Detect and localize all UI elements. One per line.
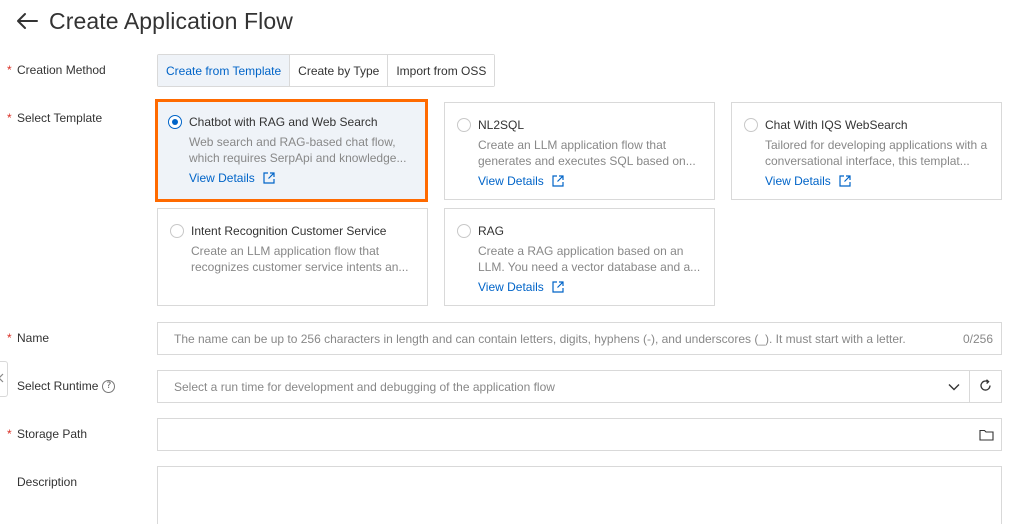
template-card-title: NL2SQL	[478, 118, 525, 132]
required-asterisk: *	[7, 427, 12, 441]
view-details-label: View Details	[478, 280, 544, 294]
chevron-down-icon[interactable]	[939, 371, 969, 402]
description-label-text: Description	[17, 475, 78, 489]
required-asterisk: *	[7, 111, 12, 125]
view-details-link[interactable]: View Details	[189, 170, 415, 186]
select-template-label-text: Select Template	[17, 111, 103, 125]
radio-unselected[interactable]	[170, 224, 184, 238]
template-card-title: Chatbot with RAG and Web Search	[189, 115, 378, 129]
radio-unselected[interactable]	[457, 224, 471, 238]
storage-path-label: * Storage Path	[7, 427, 87, 441]
template-card-title: Intent Recognition Customer Service	[191, 224, 387, 238]
creation-method-segmented: Create from Template Create by Type Impo…	[157, 54, 496, 87]
sidebar-collapse-handle[interactable]	[0, 361, 8, 397]
template-card-title: Chat With IQS WebSearch	[765, 118, 908, 132]
template-card-intent-recognition[interactable]: Intent Recognition Customer Service Crea…	[157, 208, 428, 306]
name-char-counter: 0/256	[962, 331, 993, 346]
name-label-text: Name	[17, 331, 50, 345]
view-details-link[interactable]: View Details	[478, 173, 702, 189]
view-details-link[interactable]: View Details	[478, 279, 702, 295]
radio-unselected[interactable]	[744, 118, 758, 132]
template-card-description: Web search and RAG-based chat flow, whic…	[189, 135, 407, 165]
template-card-chat-iqs-websearch[interactable]: Chat With IQS WebSearch Tailored for dev…	[731, 102, 1002, 200]
storage-path-label-text: Storage Path	[17, 427, 88, 441]
template-card-rag[interactable]: RAG Create a RAG application based on an…	[444, 208, 715, 306]
chevron-left-icon	[0, 372, 5, 386]
runtime-label-text: Select Runtime	[17, 379, 99, 393]
folder-icon[interactable]	[971, 419, 1001, 450]
select-template-label: * Select Template	[7, 111, 102, 125]
required-asterisk: *	[7, 331, 12, 345]
runtime-select[interactable]: Select a run time for development and de…	[157, 370, 1002, 403]
view-details-label: View Details	[189, 171, 255, 185]
external-link-icon	[263, 172, 275, 184]
template-card-description: Tailored for developing applications wit…	[765, 138, 988, 168]
description-label: Description	[7, 475, 77, 489]
creation-method-label-text: Creation Method	[17, 63, 106, 77]
create-from-template-button[interactable]: Create from Template	[158, 55, 291, 86]
page-title: Create Application Flow	[49, 7, 293, 34]
template-card-description: Create a RAG application based on an LLM…	[478, 244, 701, 274]
view-details-label: View Details	[478, 174, 544, 188]
view-details-label: View Details	[765, 174, 831, 188]
template-card-title: RAG	[478, 224, 505, 238]
name-input[interactable]: The name can be up to 256 characters in …	[157, 322, 1002, 355]
template-card-description: Create an LLM application flow that gene…	[478, 138, 696, 168]
view-details-link[interactable]: View Details	[765, 173, 989, 189]
storage-path-input[interactable]	[157, 418, 1002, 451]
template-card-chatbot-rag-web-search[interactable]: Chatbot with RAG and Web Search Web sear…	[155, 99, 428, 202]
name-label: * Name	[7, 331, 49, 345]
refresh-icon	[979, 378, 992, 395]
required-asterisk: *	[7, 63, 12, 77]
name-input-placeholder: The name can be up to 256 characters in …	[174, 331, 906, 346]
radio-unselected[interactable]	[457, 118, 471, 132]
runtime-select-placeholder: Select a run time for development and de…	[174, 379, 555, 394]
refresh-button[interactable]	[969, 371, 1001, 402]
help-question-icon[interactable]: ?	[102, 379, 116, 393]
runtime-label: Select Runtime ?	[7, 379, 116, 393]
template-card-description: Create an LLM application flow that reco…	[191, 244, 409, 274]
external-link-icon	[839, 175, 851, 187]
import-from-oss-button[interactable]: Import from OSS	[388, 55, 495, 86]
template-card-nl2sql[interactable]: NL2SQL Create an LLM application flow th…	[444, 102, 715, 200]
external-link-icon	[552, 175, 564, 187]
create-by-type-button[interactable]: Create by Type	[290, 55, 389, 86]
back-arrow-icon[interactable]	[14, 8, 40, 34]
page-header: Create Application Flow	[14, 4, 293, 38]
description-textarea[interactable]	[157, 466, 1002, 524]
external-link-icon	[552, 281, 564, 293]
creation-method-label: * Creation Method	[7, 63, 106, 77]
radio-selected[interactable]	[168, 115, 182, 129]
